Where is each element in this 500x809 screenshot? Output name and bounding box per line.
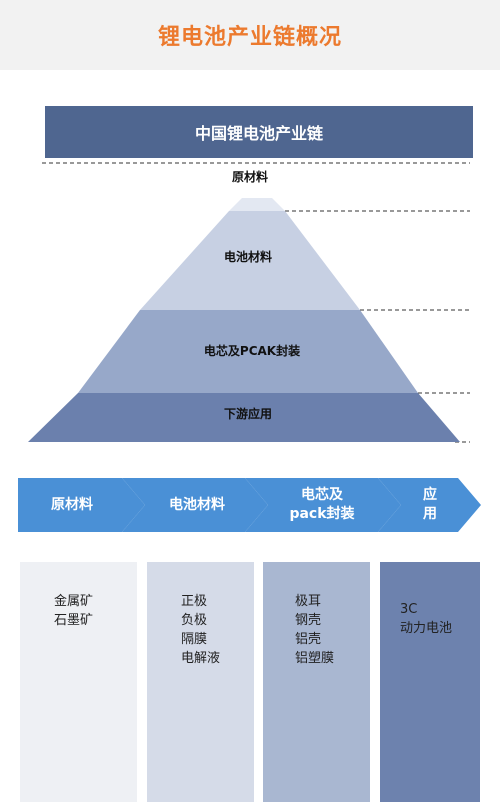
panel-application: 3C 动力电池 <box>380 562 480 802</box>
flow-label-line: 电芯及 <box>300 487 343 503</box>
list-item: 动力电池 <box>400 621 453 636</box>
list-item: 金属矿 <box>54 594 94 609</box>
list-item: 铝壳 <box>295 632 322 647</box>
panel-list: 正极 负极 隔膜 电解液 <box>147 592 254 668</box>
tier-label-downstream: 下游应用 <box>223 407 273 421</box>
list-item: 负极 <box>181 613 208 628</box>
flow-label-line: 电池材料 <box>169 497 225 513</box>
flow-step-cell-packaging <box>245 478 401 532</box>
pyramid-svg <box>28 162 470 443</box>
list-item: 极耳 <box>295 594 322 609</box>
list-item: 3C <box>400 602 418 617</box>
panel-list: 3C 动力电池 <box>380 592 480 638</box>
list-item: 石墨矿 <box>54 613 94 628</box>
list-item: 钢壳 <box>295 613 322 628</box>
tier-label-cell-packaging: 电芯及PCAK封装 <box>203 344 301 358</box>
pyramid-tier-cell-packaging <box>78 310 418 393</box>
panel-list: 极耳 钢壳 铝壳 铝塑膜 <box>263 592 370 668</box>
panel-cell-packaging: 极耳 钢壳 铝壳 铝塑膜 <box>263 562 370 802</box>
panel-list: 金属矿 石墨矿 <box>20 592 137 630</box>
list-item: 正极 <box>181 594 208 609</box>
panel-raw-materials: 金属矿 石墨矿 <box>20 562 137 802</box>
flow-label-line: pack封装 <box>289 506 355 522</box>
industry-chain-banner: 中国锂电池产业链 <box>45 106 473 158</box>
flow-label-battery-materials: 电池材料 <box>169 496 225 515</box>
tier-label-battery-materials: 电池材料 <box>223 250 273 264</box>
flow-label-application: 应 用 <box>423 486 437 524</box>
list-item: 铝塑膜 <box>295 651 335 666</box>
pyramid-tier-downstream <box>28 393 460 442</box>
flow-label-line: 用 <box>423 506 437 522</box>
flow-label-line: 原材料 <box>51 497 93 513</box>
flow-svg <box>18 478 481 532</box>
pyramid-tier-raw-materials <box>229 198 285 211</box>
list-item: 电解液 <box>181 651 221 666</box>
process-flow: 原材料 电池材料 电芯及 pack封装 应 用 <box>0 470 500 540</box>
flow-label-line: 应 <box>423 487 437 503</box>
flow-step-battery-materials <box>122 478 268 532</box>
pyramid-tier-battery-materials <box>140 211 360 310</box>
pyramid-diagram: 中国锂电池产业链 原材料 电池材料 电芯及PCAK封装 下游应用 <box>0 70 500 460</box>
panel-battery-materials: 正极 负极 隔膜 电解液 <box>147 562 254 802</box>
flow-label-raw-materials: 原材料 <box>51 496 93 515</box>
header-bar: 锂电池产业链概况 <box>0 0 500 70</box>
page-title: 锂电池产业链概况 <box>157 25 342 50</box>
flow-label-cell-packaging: 电芯及 pack封装 <box>289 486 354 524</box>
list-item: 隔膜 <box>181 632 208 647</box>
flow-step-raw-materials <box>18 478 145 532</box>
flow-step-application <box>378 478 481 532</box>
tier-label-raw-materials: 原材料 <box>231 170 269 184</box>
